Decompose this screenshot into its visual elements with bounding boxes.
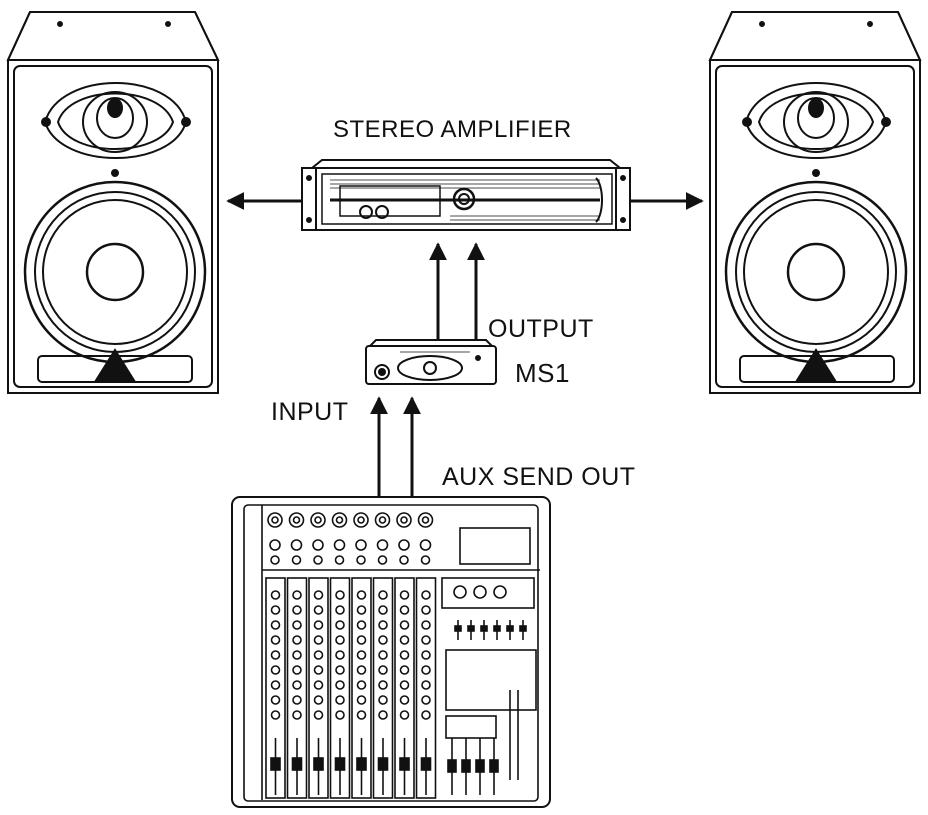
right-speaker (708, 11, 922, 394)
mixer-console (231, 496, 551, 808)
output-label: OUTPUT (488, 315, 594, 343)
stereo-amplifier-label: STEREO AMPLIFIER (333, 116, 572, 143)
aux-send-out-label: AUX SEND OUT (442, 463, 636, 491)
stereo-amplifier (301, 159, 631, 231)
signal-cables (226, 192, 704, 497)
ms1-device (365, 339, 497, 385)
left-speaker (6, 11, 220, 394)
input-label: INPUT (271, 398, 349, 426)
ms1-label: MS1 (515, 358, 570, 388)
